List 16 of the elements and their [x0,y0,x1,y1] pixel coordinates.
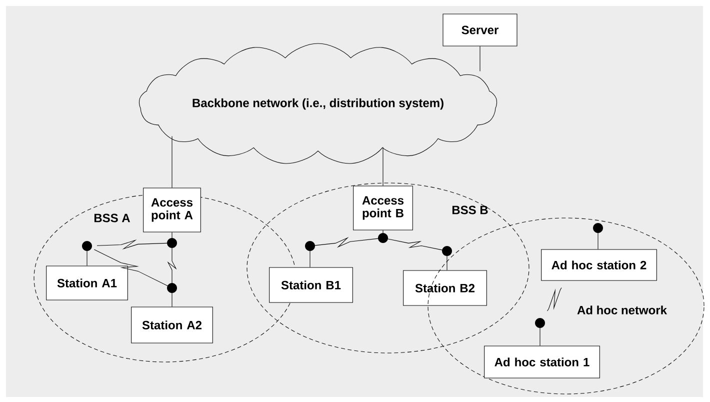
station-box: Ad hoc station 2 [541,223,657,281]
wireless-link [96,240,170,250]
server-box: Server [442,14,518,46]
wireless-link [547,287,562,312]
wireless-link [94,249,169,286]
station-box: Station A1 [46,241,128,300]
wireless-link [386,238,444,250]
station-box: Station A2 [131,283,213,344]
station-box: Station B2 [403,246,487,306]
wireless-link [314,237,380,248]
access-point-box: Access point B [353,186,413,243]
network-cloud: Backbone network (i.e., distribution system) [138,43,498,164]
access-point-box: Access point A [143,188,201,248]
station-box: Station B1 [269,241,353,303]
station-box: Ad hoc station 1 [484,318,600,378]
wireless-link [167,246,177,284]
